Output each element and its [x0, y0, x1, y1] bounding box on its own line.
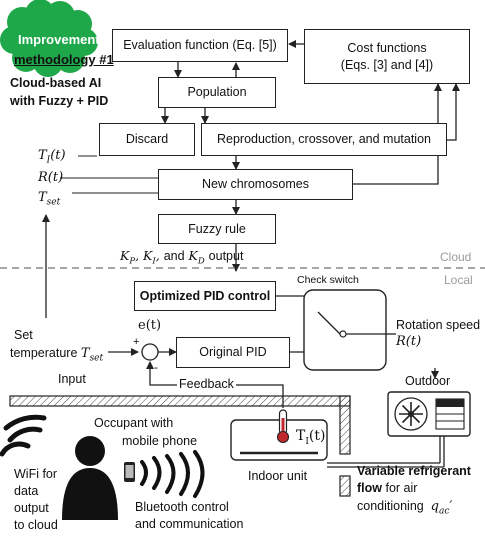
- side-wall-upper: [339, 395, 351, 455]
- mobile-phone-icon: [124, 462, 135, 482]
- evaluation-function-box: Evaluation function (Eq. [5]): [112, 29, 288, 62]
- input-tset: Tset: [38, 190, 61, 208]
- set-temp-line-2: temperature Tset: [10, 346, 103, 364]
- outdoor-unit-icon: [387, 391, 471, 437]
- outdoor-label: Outdoor: [405, 374, 451, 388]
- vrf-symbol: qac′: [430, 499, 453, 517]
- side-wall-lower: [339, 475, 351, 497]
- vrf-line-2: flow for air: [357, 481, 417, 495]
- optimized-pid-box: Optimized PID control: [134, 281, 276, 311]
- arrow-reproduction-to-cost: [447, 83, 460, 141]
- switch-blade: [317, 311, 341, 335]
- wifi-icon: [0, 414, 47, 457]
- wifi-line-3: output: [14, 501, 49, 515]
- rotation-speed-label: Rotation speed: [396, 318, 481, 332]
- population-box: Population: [158, 77, 276, 108]
- badge-line-1: Improvement: [18, 32, 100, 47]
- error-signal-label: e(t): [138, 318, 162, 333]
- badge-line-2: methodology #1: [14, 52, 114, 67]
- rotation-symbol: R(t): [396, 334, 422, 349]
- gains-output-label: KP, KI, and KD output: [120, 248, 244, 267]
- switch-contact: [339, 330, 347, 338]
- vrf-air-word: for air: [382, 481, 418, 495]
- summing-junction: [141, 343, 159, 361]
- ceiling-wall: [9, 395, 351, 407]
- reproduction-box: Reproduction, crossover, and mutation: [201, 123, 447, 156]
- discard-box: Discard: [99, 123, 195, 156]
- cloud-zone-label: Cloud: [440, 250, 472, 264]
- occupant-icon: [62, 436, 118, 520]
- indoor-temp-label: TI(t): [296, 428, 326, 447]
- vrf-line-1: Variable refrigerant: [357, 464, 471, 478]
- bluetooth-signal-icon: [140, 450, 205, 498]
- wifi-line-4: to cloud: [14, 518, 58, 532]
- vrf-conditioning-word: conditioning: [357, 499, 424, 513]
- arrow-chromosomes-to-cost: [353, 83, 442, 185]
- vrf-line-3: conditioning qac′: [357, 499, 452, 517]
- occupant-line-2: mobile phone: [122, 434, 198, 448]
- local-zone-label: Local: [444, 273, 473, 287]
- set-temp-symbol: Tset: [80, 346, 104, 364]
- wifi-line-2: data: [14, 484, 39, 498]
- input-label: Input: [58, 372, 86, 386]
- occupant-line-1: Occupant with: [94, 416, 174, 430]
- new-chromosomes-box: New chromosomes: [158, 169, 353, 200]
- minus-sign: -: [154, 360, 158, 374]
- vrf-flow-word: flow: [357, 481, 382, 495]
- cloud-badge-shape: [0, 0, 98, 77]
- original-pid-box: Original PID: [176, 337, 290, 368]
- input-ti: TI(t): [38, 148, 66, 166]
- set-temp-line-1: Set: [14, 328, 33, 342]
- bluetooth-line-2: and communication: [135, 517, 244, 531]
- feedback-label: Feedback: [177, 377, 236, 391]
- cost-functions-box: Cost functions (Eqs. [3] and [4]): [304, 29, 470, 84]
- check-switch-label: Check switch: [297, 274, 359, 286]
- heading-line-2: with Fuzzy + PID: [10, 94, 109, 108]
- cost-functions-equations: (Eqs. [3] and [4]): [340, 57, 434, 72]
- input-r: R(t): [38, 170, 64, 185]
- bluetooth-line-1: Bluetooth control: [135, 500, 229, 514]
- thermometer-icon: [276, 409, 290, 444]
- set-temp-word: temperature: [10, 346, 78, 360]
- fuzzy-rule-box: Fuzzy rule: [158, 214, 276, 244]
- plus-sign: +: [133, 336, 140, 348]
- check-switch-box: [303, 289, 387, 371]
- wifi-line-1: WiFi for: [14, 467, 58, 481]
- heading-line-1: Cloud-based AI: [10, 76, 102, 90]
- indoor-unit-label: Indoor unit: [248, 469, 308, 483]
- cost-functions-title: Cost functions: [347, 40, 427, 55]
